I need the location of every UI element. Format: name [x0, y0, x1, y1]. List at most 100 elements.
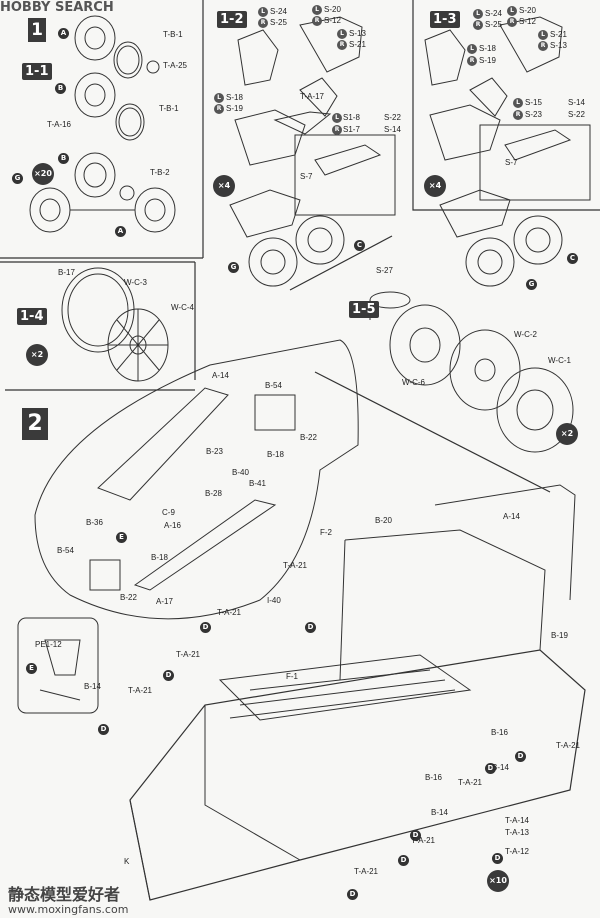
code-b-2: B — [58, 153, 69, 164]
code-e-2: E — [26, 663, 37, 674]
label-t-a-12: T-A-12 — [505, 847, 530, 856]
code-r-1: R — [258, 18, 268, 28]
multiplier-x10: ×10 — [487, 870, 509, 892]
label-s-18-b: S-18 — [479, 44, 496, 53]
code-r-6: R — [473, 20, 483, 30]
label-b-18-b: B-18 — [151, 553, 168, 562]
label-w-c-4: W-C-4 — [171, 303, 194, 312]
label-t-a-21-e: T-A-21 — [556, 741, 581, 750]
label-t-a-21-f: T-A-21 — [458, 778, 483, 787]
label-t-a-21-c: T-A-21 — [176, 650, 201, 659]
code-l-10: L — [513, 98, 523, 108]
code-c-2: C — [567, 253, 578, 264]
multiplier-x2-a: ×2 — [26, 344, 48, 366]
label-s-22-b: S-22 — [568, 110, 585, 119]
label-i-40: I-40 — [267, 596, 281, 605]
watermark-title: 静态模型爱好者 — [8, 885, 121, 904]
code-r-9: R — [467, 56, 477, 66]
label-pe1-12: PE1-12 — [35, 640, 62, 649]
label-s-23: S-23 — [525, 110, 542, 119]
label-s-24-b: S-24 — [485, 9, 502, 18]
watermark-url: www.moxingfans.com — [8, 903, 129, 916]
label-s-13: S-13 — [349, 29, 366, 38]
label-a-17: A-17 — [156, 597, 173, 606]
code-d-5: D — [515, 751, 526, 762]
multiplier-x4-b: ×4 — [424, 175, 446, 197]
label-b-16-a: B-16 — [491, 728, 508, 737]
code-d-6: D — [485, 763, 496, 774]
label-s-14-b: S-14 — [568, 98, 585, 107]
code-r-4: R — [214, 104, 224, 114]
code-a-1: A — [58, 28, 69, 39]
label-t-a-21-g: T-A-21 — [411, 836, 436, 845]
label-b-20: B-20 — [375, 516, 392, 525]
label-b-54: B-54 — [265, 381, 282, 390]
code-d-10: D — [347, 889, 358, 900]
label-t-a-21-a: T-A-21 — [283, 561, 308, 570]
step-1-1-badge: 1-1 — [22, 63, 52, 80]
code-r-2: R — [312, 16, 322, 26]
code-d-4: D — [98, 724, 109, 735]
multiplier-x4-a: ×4 — [213, 175, 235, 197]
label-w-c-3: W-C-3 — [124, 278, 147, 287]
label-b-16-b: B-16 — [425, 773, 442, 782]
watermark: 静态模型爱好者 www.moxingfans.com — [8, 886, 128, 916]
label-t-b-1: T-B-1 — [163, 30, 183, 39]
code-e-1: E — [116, 532, 127, 543]
code-l-7: L — [507, 6, 517, 16]
step-1-4-badge: 1-4 — [17, 308, 47, 325]
label-s-19-b: S-19 — [479, 56, 496, 65]
label-b-19: B-19 — [551, 631, 568, 640]
label-b-54-b: B-54 — [57, 546, 74, 555]
code-c-1: C — [354, 240, 365, 251]
code-g-2: G — [228, 262, 239, 273]
label-t-a-14: T-A-14 — [505, 816, 530, 825]
shop-logo: HOBBY SEARCH — [0, 0, 114, 15]
label-b-18: B-18 — [267, 450, 284, 459]
code-d-2: D — [305, 622, 316, 633]
label-t-a-21-h: T-A-21 — [354, 867, 379, 876]
code-d-8: D — [398, 855, 409, 866]
label-b-22-b: B-22 — [120, 593, 137, 602]
label-s-22: S-22 — [384, 113, 401, 122]
label-b-40: B-40 — [232, 468, 249, 477]
label-s-20-b: S-20 — [519, 6, 536, 15]
code-l-4: L — [214, 93, 224, 103]
label-k: K — [124, 857, 130, 866]
label-s-27: S-27 — [376, 266, 393, 275]
code-d-1: D — [200, 622, 211, 633]
label-s1-7: S1-7 — [343, 125, 360, 134]
label-s-21: S-21 — [349, 40, 366, 49]
label-b-23: B-23 — [206, 447, 223, 456]
label-w-c-1: W-C-1 — [548, 356, 571, 365]
label-s-12-b: S-12 — [519, 17, 536, 26]
label-t-b-1-b: T-B-1 — [159, 104, 179, 113]
label-t-a-13: T-A-13 — [505, 828, 530, 837]
code-r-5: R — [332, 125, 342, 135]
label-b-22: B-22 — [300, 433, 317, 442]
code-l-1: L — [258, 7, 268, 17]
label-s1-8: S1-8 — [343, 113, 360, 122]
code-r-8: R — [538, 41, 548, 51]
code-l-2: L — [312, 5, 322, 15]
step-2-badge: 2 — [22, 408, 48, 440]
code-d-3: D — [163, 670, 174, 681]
label-s-25: S-25 — [270, 18, 287, 27]
step-1-2-badge: 1-2 — [217, 11, 247, 28]
multiplier-x20: ×20 — [32, 163, 54, 185]
code-g-1: G — [12, 173, 23, 184]
label-s-13-b: S-13 — [550, 41, 567, 50]
code-l-6: L — [473, 9, 483, 19]
label-t-b-2: T-B-2 — [150, 168, 170, 177]
code-a-2: A — [115, 226, 126, 237]
step-1-3-badge: 1-3 — [430, 11, 460, 28]
label-f-2: F-2 — [320, 528, 332, 537]
label-a-16: A-16 — [164, 521, 181, 530]
code-l-8: L — [538, 30, 548, 40]
code-g-3: G — [526, 279, 537, 290]
label-b-17: B-17 — [58, 268, 75, 277]
code-d-9: D — [492, 853, 503, 864]
label-s-7: S-7 — [300, 172, 313, 181]
label-s-7-b: S-7 — [505, 158, 518, 167]
